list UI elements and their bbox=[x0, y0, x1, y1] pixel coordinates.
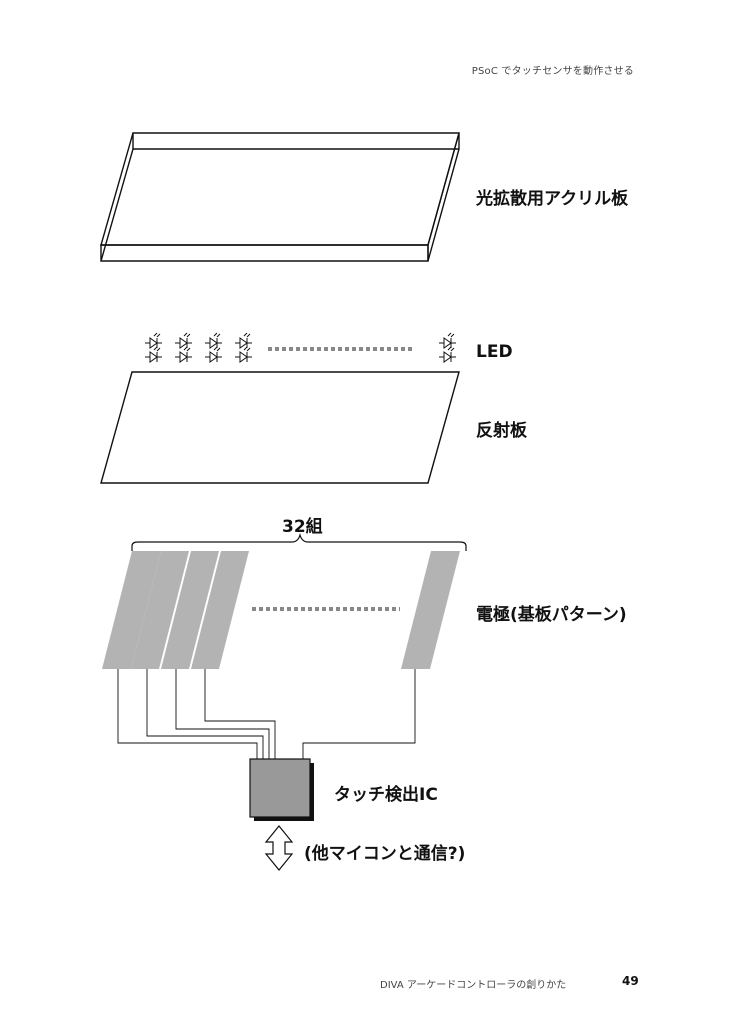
electrode-wires bbox=[117, 669, 416, 760]
led-icon bbox=[145, 332, 162, 363]
electrode-strip bbox=[191, 551, 249, 669]
reflector-label: 反射板 bbox=[476, 421, 527, 441]
electrode-strip bbox=[102, 551, 161, 669]
group-brace bbox=[131, 532, 467, 551]
acrylic-plate-front bbox=[100, 244, 429, 262]
bidirectional-arrow-icon bbox=[264, 825, 294, 871]
touch-ic-chip bbox=[249, 758, 311, 818]
led-icon bbox=[235, 332, 252, 363]
touch-ic-label: タッチ検出IC bbox=[334, 785, 438, 805]
acrylic-plate bbox=[100, 132, 460, 262]
led-array bbox=[145, 332, 456, 363]
led-icon bbox=[439, 332, 456, 363]
led-icon bbox=[175, 332, 192, 363]
acrylic-plate-top bbox=[100, 132, 460, 246]
wire bbox=[175, 669, 270, 760]
led-label: LED bbox=[476, 342, 513, 362]
acrylic-plate-side bbox=[427, 132, 460, 262]
electrode-label: 電極(基板パターン) bbox=[476, 605, 627, 625]
electrode-strip bbox=[131, 551, 189, 669]
wire bbox=[302, 669, 416, 760]
communication-label: (他マイコンと通信?) bbox=[304, 844, 466, 864]
footer-book-title: DIVA アーケードコントローラの創りかた bbox=[380, 980, 567, 991]
electrode-strips bbox=[102, 551, 460, 669]
group-count-label: 32組 bbox=[282, 517, 323, 537]
acrylic-plate-label: 光拡散用アクリル板 bbox=[476, 189, 629, 209]
reflector-plate bbox=[100, 371, 460, 484]
wire bbox=[146, 669, 264, 760]
wire bbox=[117, 669, 258, 760]
led-icon bbox=[205, 332, 222, 363]
acrylic-plate-left-inner bbox=[100, 148, 134, 262]
running-header: PSoC でタッチセンサを動作させる bbox=[471, 66, 634, 77]
electrode-strip bbox=[401, 551, 460, 669]
wire bbox=[204, 669, 276, 760]
page-number: 49 bbox=[622, 974, 639, 988]
electrode-strip bbox=[161, 551, 219, 669]
